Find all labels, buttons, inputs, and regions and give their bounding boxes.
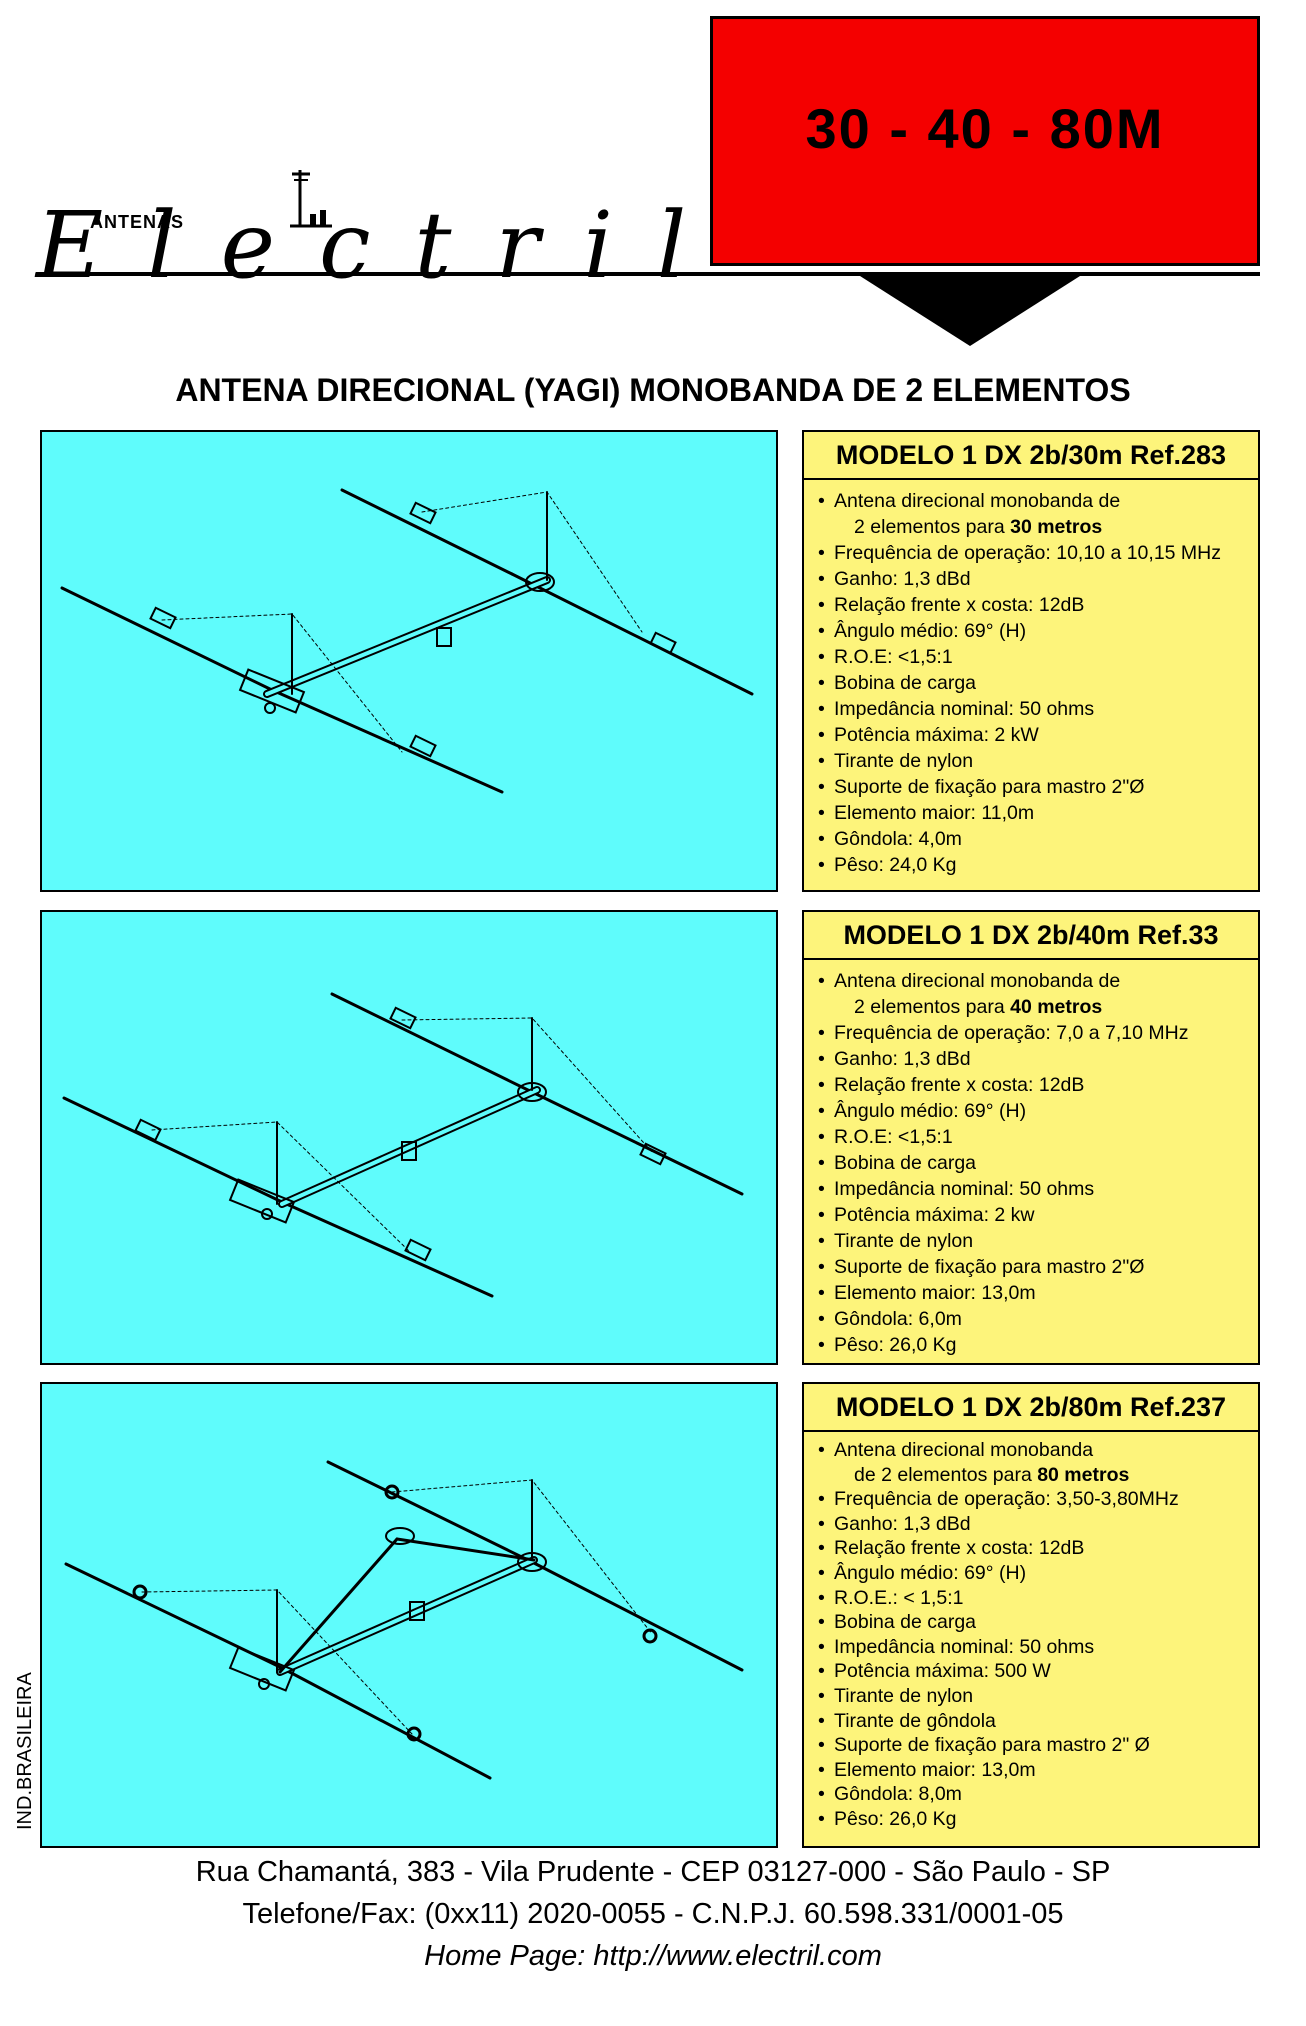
spec-item: Ângulo médio: 69° (H) [818,1098,1258,1124]
spec-item: Pêso: 24,0 Kg [818,852,1258,878]
spec-box-30m: MODELO 1 DX 2b/30m Ref.283 Antena direci… [802,430,1260,892]
spec-item: de 2 elementos para 80 metros [854,1463,1130,1486]
spec-item: Impedância nominal: 50 ohms [818,1176,1258,1202]
spec-item: 2 elementos para 30 metros [854,516,1103,538]
antenna-illustration-40m [40,910,778,1365]
spec-item: Elemento maior: 11,0m [818,800,1258,826]
spec-item: Potência máxima: 2 kw [818,1202,1258,1228]
footer-website[interactable]: Home Page: http://www.electril.com [424,1940,882,1972]
spec-item: Impedância nominal: 50 ohms [818,1635,1258,1660]
spec-box-40m: MODELO 1 DX 2b/40m Ref.33 Antena direcio… [802,910,1260,1365]
spec-item: R.O.E.: < 1,5:1 [818,1586,1258,1611]
header-rule [36,272,1260,276]
model-title-30m: MODELO 1 DX 2b/30m Ref.283 [804,432,1258,480]
spec-item: Antena direcional monobanda de [818,488,1258,514]
spec-item: Pêso: 26,0 Kg [818,1807,1258,1832]
spec-item: Tirante de gôndola [818,1709,1258,1734]
spec-item: Tirante de nylon [818,1684,1258,1709]
spec-item: Suporte de fixação para mastro 2"Ø [818,774,1258,800]
spec-item: 2 elementos para 40 metros [854,996,1103,1018]
brand-tagline: ANTENAS [90,212,185,232]
spec-list-30m: Antena direcional monobanda de 2 element… [804,480,1258,878]
spec-item: Tirante de nylon [818,1228,1258,1254]
spec-item: Frequência de operação: 3,50-3,80MHz [818,1487,1258,1512]
spec-item: R.O.E: <1,5:1 [818,1124,1258,1150]
spec-item: Elemento maior: 13,0m [818,1758,1258,1783]
spec-item: Ganho: 1,3 dBd [818,566,1258,592]
footer-address: Rua Chamantá, 383 - Vila Prudente - CEP … [195,1856,1111,1888]
spec-item: Frequência de operação: 10,10 a 10,15 MH… [818,540,1258,566]
footer-phone: Telefone/Fax: (0xx11) 2020-0055 - C.N.P.… [242,1898,1064,1930]
spec-item: Ganho: 1,3 dBd [818,1046,1258,1072]
spec-item: Gôndola: 8,0m [818,1782,1258,1807]
band-emphasis: 30 metros [1010,516,1103,538]
brand-logo: Electril [36,192,731,299]
spec-item: Gôndola: 6,0m [818,1306,1258,1332]
spec-item: Impedância nominal: 50 ohms [818,696,1258,722]
origin-label: IND.BRASILEIRA [14,1672,36,1830]
spec-item: Frequência de operação: 7,0 a 7,10 MHz [818,1020,1258,1046]
spec-item: Ganho: 1,3 dBd [818,1512,1258,1537]
antenna-mast-icon [290,170,332,228]
spec-item: Elemento maior: 13,0m [818,1280,1258,1306]
spec-list-40m: Antena direcional monobanda de 2 element… [804,960,1258,1358]
spec-item: Antena direcional monobanda de [818,968,1258,994]
model-title-80m: MODELO 1 DX 2b/80m Ref.237 [804,1384,1258,1432]
band-title: 30 - 40 - 80M [805,97,1165,160]
band-emphasis: 40 metros [1010,996,1103,1018]
spec-item: Tirante de nylon [818,748,1258,774]
spec-item: Bobina de carga [818,1610,1258,1635]
down-arrow-icon [860,276,1080,346]
spec-item: Bobina de carga [818,1150,1258,1176]
spec-item: R.O.E: <1,5:1 [818,644,1258,670]
band-emphasis: 80 metros [1037,1463,1130,1486]
spec-item: Gôndola: 4,0m [818,826,1258,852]
spec-item: Suporte de fixação para mastro 2"Ø [818,1254,1258,1280]
antenna-illustration-80m [40,1382,778,1848]
spec-list-80m: Antena direcional monobanda de 2 element… [804,1432,1258,1832]
yagi-drawing-40m [62,992,744,1298]
spec-item: Antena direcional monobanda [818,1438,1258,1463]
spec-box-80m: MODELO 1 DX 2b/80m Ref.237 Antena direci… [802,1382,1260,1848]
band-banner [710,16,1260,266]
spec-item: Pêso: 26,0 Kg [818,1332,1258,1358]
page-headline: ANTENA DIRECIONAL (YAGI) MONOBANDA DE 2 … [175,372,1131,408]
yagi-drawing-30m [60,488,754,794]
spec-item: Relação frente x costa: 12dB [818,1536,1258,1561]
antenna-illustration-30m [40,430,778,892]
spec-item: Relação frente x costa: 12dB [818,1072,1258,1098]
spec-item: Suporte de fixação para mastro 2" Ø [818,1733,1258,1758]
yagi-drawing-80m [64,1460,744,1780]
model-title-40m: MODELO 1 DX 2b/40m Ref.33 [804,912,1258,960]
spec-item: Ângulo médio: 69° (H) [818,618,1258,644]
spec-item: Potência máxima: 500 W [818,1659,1258,1684]
spec-item: Relação frente x costa: 12dB [818,592,1258,618]
spec-item: Bobina de carga [818,670,1258,696]
spec-item: Potência máxima: 2 kW [818,722,1258,748]
spec-item: Ângulo médio: 69° (H) [818,1561,1258,1586]
